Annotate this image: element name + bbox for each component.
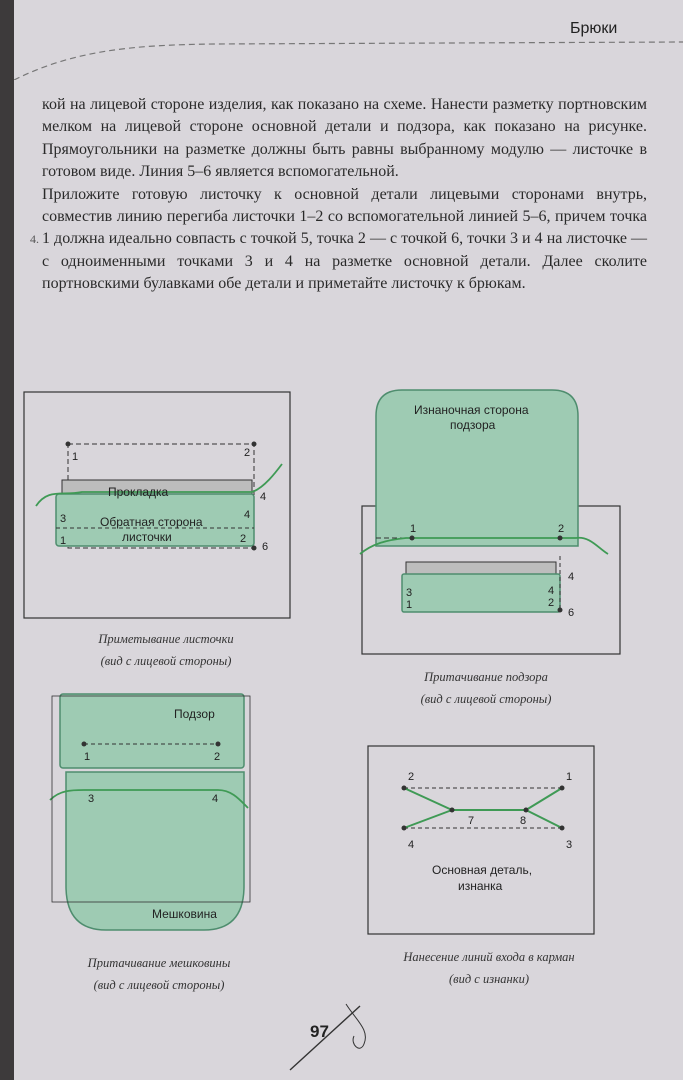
point-4-label: 4 (244, 509, 250, 521)
figure-basting-welt: Прокладка Обратная сторона листочки 1 2 … (23, 391, 291, 619)
main-piece-label-2: изнанка (458, 879, 503, 893)
point-4-label: 4 (548, 585, 554, 597)
body-text: кой на лицевой стороне изделия, как пока… (30, 94, 647, 296)
point-2-label: 2 (214, 751, 220, 763)
point-2-lower-label: 2 (240, 533, 246, 545)
needle-line (289, 1005, 361, 1071)
cross-line-right-down (525, 809, 563, 829)
figure-4-caption-line-2: (вид с изнанки) (449, 972, 529, 986)
welt-back-label-2: листочки (122, 530, 172, 544)
point-1-label: 1 (566, 771, 572, 783)
point-1-label: 1 (410, 523, 416, 535)
running-header-title: Брюки (570, 20, 618, 37)
facing-label-2: подзора (450, 418, 496, 432)
point-4-label: 4 (408, 839, 414, 851)
point-6-label: 6 (262, 541, 268, 553)
figure-2-caption-line-1: Притачивание подзора (424, 670, 548, 684)
point-1-lower-label: 1 (60, 535, 66, 547)
figure-3-caption: Притачивание мешковины (вид с лицевой ст… (44, 952, 274, 996)
base-fabric-edge (51, 695, 251, 903)
figure-3-caption-line-1: Притачивание мешковины (87, 956, 231, 970)
thread-loop (345, 1003, 366, 1049)
point-8-dot (523, 807, 529, 813)
point-1-dot (65, 441, 71, 447)
figure-attaching-lining: Подзор 1 2 3 4 Мешковина (49, 693, 251, 931)
figure-4-caption-line-1: Нанесение линий входа в карман (403, 950, 575, 964)
point-6-label: 6 (568, 607, 574, 619)
needle-thread-icon (289, 1003, 366, 1071)
point-3-dot (559, 825, 565, 831)
point-3-label: 3 (88, 793, 94, 805)
header-dashed-line (14, 41, 683, 80)
facing-point-2-dot (215, 741, 221, 747)
point-2-dot (251, 441, 257, 447)
point-6-dot (557, 607, 563, 613)
interfacing-label: Прокладка (108, 485, 169, 499)
paragraph-2: Приложите готовую листочку к основной де… (42, 185, 647, 293)
point-6-dot (251, 545, 257, 551)
point-2-label: 2 (558, 523, 564, 535)
point-4-dot (401, 825, 407, 831)
facing-thread (359, 536, 609, 555)
point-4-outer-label: 4 (260, 491, 266, 503)
cross-line-right-up (525, 787, 563, 811)
cross-line-left-up (403, 787, 453, 811)
point-1-dot (409, 535, 415, 541)
point-2-dot (557, 535, 563, 541)
base-fabric (23, 391, 291, 619)
point-3-label: 3 (566, 839, 572, 851)
point-2-label: 2 (408, 771, 414, 783)
figure-1-caption: Приметывание листочки (вид с лицевой сто… (46, 628, 286, 672)
figure-3-caption-line-2: (вид с лицевой стороны) (93, 978, 225, 992)
point-1-label: 1 (72, 451, 78, 463)
point-2-dot (401, 785, 407, 791)
header-decoration (14, 41, 683, 80)
figure-4-caption: Нанесение линий входа в карман (вид с из… (364, 946, 614, 990)
point-1-lower-label: 1 (406, 599, 412, 611)
point-4-label: 4 (212, 793, 218, 805)
figure-1-caption-line-1: Приметывание листочки (98, 632, 234, 646)
book-page: Брюки кой на лицевой стороне изделия, ка… (14, 0, 683, 1080)
point-2-lower-label: 2 (548, 597, 554, 609)
paragraph-1: кой на лицевой стороне изделия, как пока… (42, 96, 647, 181)
point-3-label: 3 (60, 513, 66, 525)
cross-line-left-down (403, 809, 453, 829)
facing-label-1: Изнаночная сторона (414, 403, 529, 417)
welt-piece (55, 493, 255, 547)
point-7-label: 7 (468, 815, 474, 827)
figure-2-caption: Притачивание подзора (вид с лицевой стор… (366, 666, 606, 710)
point-7-dot (449, 807, 455, 813)
basting-thread (35, 463, 283, 507)
step-number: 4. (30, 232, 39, 246)
facing-point-1-dot (81, 741, 87, 747)
point-2-label: 2 (244, 447, 250, 459)
facing-label: Подзор (174, 707, 215, 721)
main-piece (367, 745, 595, 935)
facing-piece (375, 389, 579, 547)
lining-label: Мешковина (152, 907, 217, 921)
figure-pocket-entry-lines: 2 1 4 3 7 8 Основная деталь, изнанка (367, 745, 595, 935)
point-8-label: 8 (520, 815, 526, 827)
point-4-outer-label: 4 (568, 571, 574, 583)
figure-2-caption-line-2: (вид с лицевой стороны) (420, 692, 552, 706)
page-number: 97 (310, 1022, 329, 1041)
lining-thread (49, 789, 249, 809)
figure-attaching-facing: Изнаночная сторона подзора 1 2 3 4 4 1 2… (359, 389, 621, 655)
lining-piece (65, 771, 245, 931)
point-3-label: 3 (406, 587, 412, 599)
point-1-label: 1 (84, 751, 90, 763)
point-1-dot (559, 785, 565, 791)
main-piece-label-1: Основная деталь, (432, 863, 532, 877)
welt-piece (401, 573, 561, 613)
figure-1-caption-line-2: (вид с лицевой стороны) (100, 654, 232, 668)
welt-back-label-1: Обратная сторона (100, 515, 203, 529)
facing-piece (59, 693, 245, 769)
